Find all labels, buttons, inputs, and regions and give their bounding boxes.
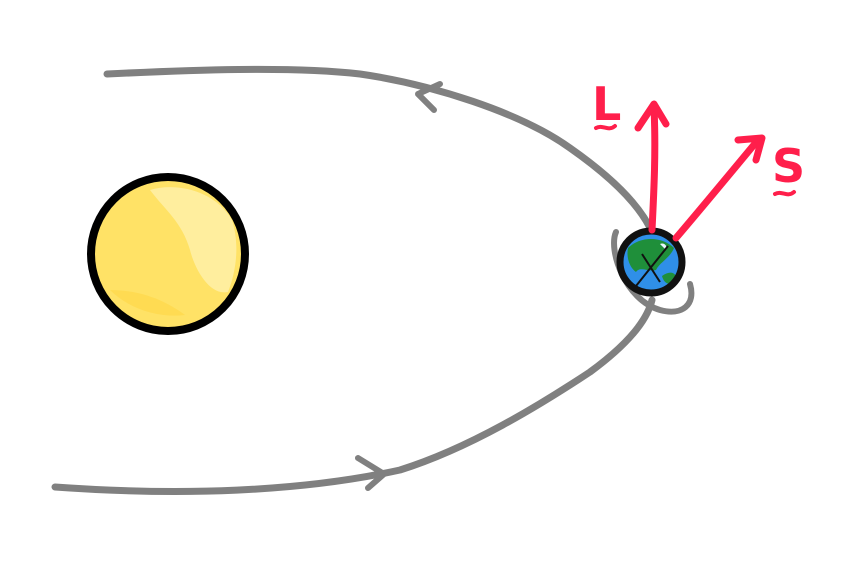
spin-label-underline (773, 190, 796, 197)
angular-momentum-label-underline (594, 124, 617, 131)
angular-momentum-label: L (592, 77, 621, 131)
spin-vector (672, 134, 766, 242)
angular-momentum-vector (634, 100, 670, 234)
sun-icon (87, 173, 249, 335)
planet-rotation-arrow (611, 229, 695, 315)
orbit-direction-arrow-bottom (355, 455, 387, 491)
spin-label: S (772, 139, 805, 193)
orbit-direction-arrow-top (415, 81, 443, 113)
orbit-path (51, 65, 656, 495)
earth-icon (616, 227, 686, 297)
